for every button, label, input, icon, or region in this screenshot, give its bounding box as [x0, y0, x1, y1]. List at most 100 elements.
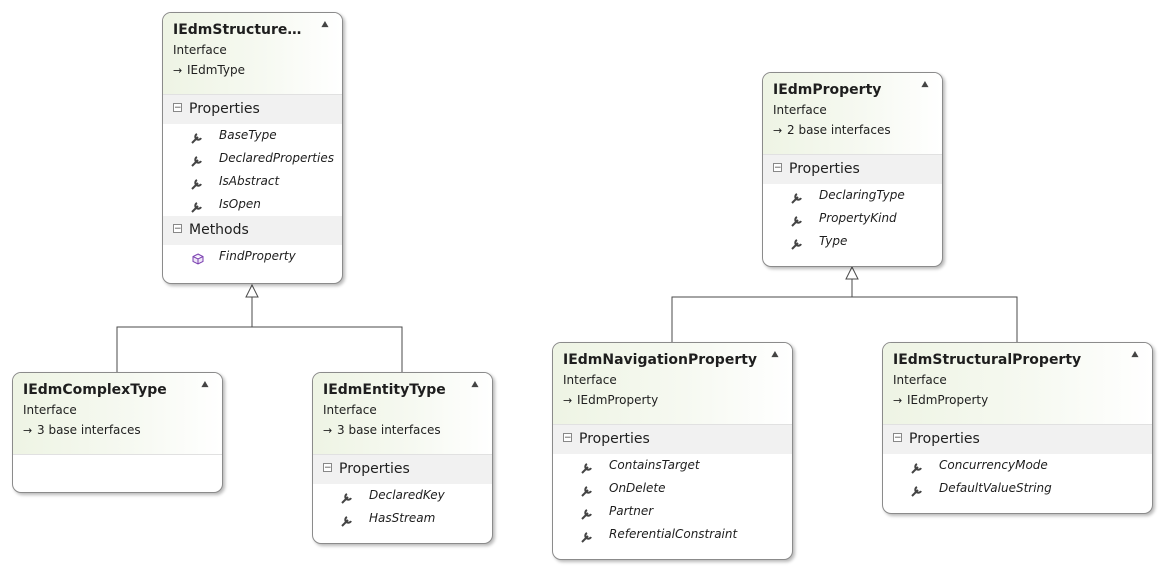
class-stereotype: Interface	[893, 373, 947, 387]
member-label: OnDelete	[609, 481, 666, 495]
property-referentialconstraint[interactable]: ReferentialConstraint	[553, 523, 792, 546]
inheritance-arrowhead-structured	[245, 283, 259, 298]
class-header: IEdmStructuralProperty Interface → IEdmPr…	[883, 343, 1152, 425]
wrench-icon	[791, 189, 805, 204]
section-properties-label: Properties	[909, 431, 980, 447]
class-header: IEdmNavigationProperty Interface →IEdmPr…	[553, 343, 792, 425]
property-containstarget[interactable]: ContainsTarget	[553, 454, 792, 477]
member-label: BaseType	[219, 128, 277, 142]
minus-box-icon[interactable]: −	[563, 433, 572, 443]
member-label: IsAbstract	[219, 174, 280, 188]
class-base-types[interactable]: → IEdmProperty	[893, 392, 1142, 409]
class-base-types[interactable]: → IEdmType	[173, 62, 332, 79]
property-declaredkey[interactable]: DeclaredKey	[313, 484, 492, 507]
section-properties[interactable]: −Properties	[883, 425, 1152, 454]
class-base-types[interactable]: → 2 base interfaces	[773, 122, 932, 139]
double-chevron-up-icon[interactable]: ⯅	[319, 18, 331, 33]
member-label: PropertyKind	[819, 211, 897, 225]
section-properties[interactable]: −Properties	[763, 155, 942, 184]
wrench-icon	[191, 129, 205, 144]
wrench-icon	[341, 512, 355, 527]
base-type-label: IEdmType	[187, 63, 245, 77]
property-propertykind[interactable]: PropertyKind	[763, 207, 942, 230]
inheritance-arrow-icon: →	[23, 424, 33, 437]
class-stereotype: Interface	[173, 43, 227, 57]
property-isabstract[interactable]: IsAbstract	[163, 170, 342, 193]
base-type-label: 2 base interfaces	[787, 123, 891, 137]
class-stereotype: Interface	[323, 403, 377, 417]
section-properties[interactable]: −Properties	[163, 95, 342, 124]
property-partner[interactable]: Partner	[553, 500, 792, 523]
class-header: IEdmStructured... Interface → IEdmType ⯅	[163, 13, 342, 95]
connector-structured-to-children	[116, 297, 403, 372]
property-declaringtype[interactable]: DeclaringType	[763, 184, 942, 207]
member-label: DefaultValueString	[939, 481, 1052, 495]
inheritance-arrow-icon: →	[773, 124, 783, 137]
inheritance-arrow-icon: →	[323, 424, 333, 437]
property-hasstream[interactable]: HasStream	[313, 507, 492, 530]
base-type-label: IEdmProperty	[907, 393, 989, 407]
property-ondelete[interactable]: OnDelete	[553, 477, 792, 500]
wrench-icon	[191, 198, 205, 213]
class-box-iedmstructuredtype[interactable]: IEdmStructured... Interface →IEdmType ⯅ …	[162, 12, 343, 284]
wrench-icon	[791, 235, 805, 250]
class-title: IEdmProperty	[773, 82, 882, 98]
minus-box-icon[interactable]: −	[323, 463, 332, 473]
inheritance-arrow-icon: →	[173, 64, 183, 77]
section-properties[interactable]: −Properties	[313, 455, 492, 484]
minus-box-icon[interactable]: −	[173, 224, 182, 234]
section-properties-label: Properties	[339, 461, 410, 477]
member-label: DeclaredKey	[369, 488, 445, 502]
property-concurrencymode[interactable]: ConcurrencyMode	[883, 454, 1152, 477]
class-box-iedmproperty[interactable]: IEdmProperty Interface → 2 base interface…	[762, 72, 943, 267]
method-findproperty[interactable]: FindProperty	[163, 245, 342, 268]
wrench-icon	[911, 482, 925, 497]
double-chevron-up-icon[interactable]: ⯅	[769, 348, 781, 363]
property-basetype[interactable]: BaseType	[163, 124, 342, 147]
wrench-icon	[581, 482, 595, 497]
class-base-types[interactable]: → IEdmProperty	[563, 392, 782, 409]
base-type-label: IEdmProperty	[577, 393, 659, 407]
class-base-types[interactable]: →3 base interfaces	[323, 422, 482, 439]
connector-property-to-children	[671, 279, 1018, 342]
double-chevron-up-icon[interactable]: ⯅	[1129, 348, 1141, 363]
class-box-iedmnavigationproperty[interactable]: IEdmNavigationProperty Interface →IEdmPr…	[552, 342, 793, 560]
class-header: IEdmEntityType Interface →3 base interfa…	[313, 373, 492, 455]
property-defaultvaluestring[interactable]: DefaultValueString	[883, 477, 1152, 500]
section-methods-label: Methods	[189, 222, 249, 238]
class-box-iedmcomplextype[interactable]: IEdmComplexType Interface →3 base interf…	[12, 372, 223, 493]
class-header: IEdmComplexType Interface →3 base interf…	[13, 373, 222, 455]
class-box-iedmentitytype[interactable]: IEdmEntityType Interface →3 base interfa…	[312, 372, 493, 544]
minus-box-icon[interactable]: −	[893, 433, 902, 443]
inheritance-arrow-icon: →	[893, 394, 903, 407]
member-label: Partner	[609, 504, 654, 518]
section-methods[interactable]: −Methods	[163, 216, 342, 245]
class-box-iedmstructuralproperty[interactable]: IEdmStructuralProperty Interface → IEdmPr…	[882, 342, 1153, 514]
cube-method-icon	[191, 250, 205, 265]
double-chevron-up-icon[interactable]: ⯅	[919, 78, 931, 93]
section-properties[interactable]: −Properties	[553, 425, 792, 454]
double-chevron-up-icon[interactable]: ⯅	[469, 378, 481, 393]
double-chevron-up-icon[interactable]: ⯅	[199, 378, 211, 393]
property-declaredproperties[interactable]: DeclaredProperties	[163, 147, 342, 170]
wrench-icon	[911, 459, 925, 474]
class-stereotype: Interface	[563, 373, 617, 387]
member-label: DeclaringType	[819, 188, 905, 202]
member-label: ReferentialConstraint	[609, 527, 738, 541]
property-type[interactable]: Type	[763, 230, 942, 253]
class-stereotype: Interface	[773, 103, 827, 117]
minus-box-icon[interactable]: −	[173, 103, 182, 113]
minus-box-icon[interactable]: −	[773, 163, 782, 173]
member-label: DeclaredProperties	[219, 151, 334, 165]
wrench-icon	[791, 212, 805, 227]
member-label: HasStream	[369, 511, 436, 525]
inheritance-arrow-icon: →	[563, 394, 573, 407]
wrench-icon	[581, 528, 595, 543]
inheritance-arrowhead-property	[845, 265, 859, 280]
class-title: IEdmStructuralProperty	[893, 352, 1082, 368]
base-type-label: 3 base interfaces	[37, 423, 141, 437]
class-base-types[interactable]: → 3 base interfaces	[23, 422, 212, 439]
member-label: IsOpen	[219, 197, 261, 211]
class-title: IEdmStructured...	[173, 22, 314, 38]
property-isopen[interactable]: IsOpen	[163, 193, 342, 216]
